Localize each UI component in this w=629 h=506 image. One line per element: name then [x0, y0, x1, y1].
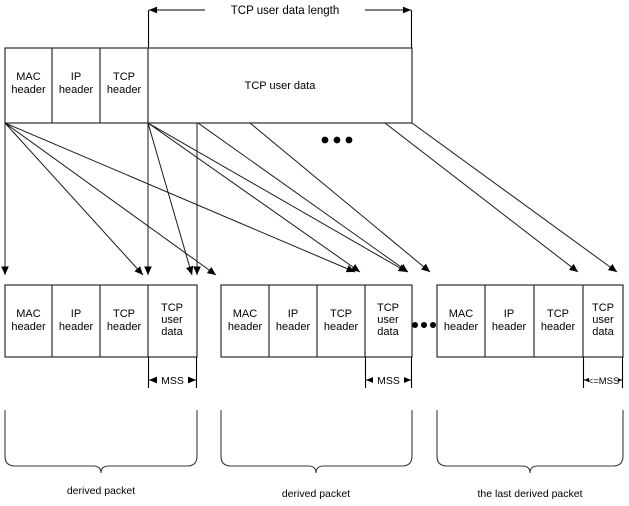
derived-packet-1-caption: derived packet — [67, 485, 135, 497]
derived-packet-2-tcp-line-0: TCP — [330, 308, 352, 320]
flow-line-4 — [147, 122, 194, 276]
original-field-ip-line-1: header — [59, 84, 94, 96]
derived-packet-2-mac-line-1: header — [228, 321, 263, 333]
flow-line-3 — [4, 122, 356, 273]
original-packet-frame — [4, 47, 413, 124]
derived-packet-1-mss-label: MSS — [161, 375, 184, 387]
derived-packet-last-frame — [436, 284, 624, 358]
derived-packet-1-ip-line-1: header — [59, 321, 94, 333]
derived-packet-last-mac-line-1: header — [444, 321, 479, 333]
derived-packet-1: MAC header IP header TCP header TCP user… — [4, 284, 198, 388]
segmentation-flow-lines — [1, 122, 618, 276]
derived-packet-last-tcp-line-1: header — [541, 321, 576, 333]
derived-packet-last-mss-dimension: <=MSS — [582, 357, 624, 388]
derived-packet-1-data-line-0: TCP — [161, 302, 183, 314]
original-field-mac-line-1: header — [11, 84, 46, 96]
flow-line-5 — [147, 122, 361, 273]
derived-packet-last-data-line-2: data — [592, 326, 614, 338]
original-field-ip: IP header — [59, 71, 94, 96]
derived-packet-1-data-line-2: data — [161, 326, 183, 338]
derived-packet-1-tcp-line-0: TCP — [113, 308, 135, 320]
derived-packet-1-ip-line-0: IP — [71, 308, 81, 320]
original-packet: MAC header IP header TCP header TCP user… — [4, 47, 413, 124]
dimension-label: TCP user data length — [231, 5, 339, 17]
tcp-user-data-length-dimension: TCP user data length — [147, 2, 413, 48]
original-field-data: TCP user data — [245, 80, 317, 92]
derived-packet-2-brace-group: derived packet — [220, 410, 413, 500]
derived-packet-2-data-line-2: data — [377, 326, 399, 338]
derived-packet-2-caption: derived packet — [282, 488, 350, 500]
original-field-data-line-0: TCP user data — [245, 80, 317, 92]
derived-packet-2-tcp-line-1: header — [324, 321, 359, 333]
derived-packet-2: MAC header IP header TCP header TCP user… — [220, 284, 413, 388]
derived-packet-1-mss-dimension: MSS — [147, 357, 198, 388]
flow-line-10 — [411, 122, 618, 273]
derived-packet-2-ip-line-1: header — [276, 321, 311, 333]
flow-line-9 — [384, 122, 579, 273]
derived-packet-2-brace — [220, 410, 413, 474]
derived-packet-last-brace — [436, 410, 624, 474]
derived-packet-last-data-line-0: TCP — [592, 302, 614, 314]
derived-packet-1-mss-label-backing — [157, 372, 188, 387]
derived-packet-last-data-line-1: user — [592, 314, 614, 326]
derived-packet-1-brace-group: derived packet — [4, 410, 198, 497]
flow-line-8 — [249, 122, 431, 273]
derived-packet-2-ip-line-0: IP — [288, 308, 298, 320]
derived-packet-last-brace-group: the last derived packet — [436, 410, 624, 500]
derived-packet-2-data-line-0: TCP — [377, 302, 399, 314]
derived-packet-1-mac-line-0: MAC — [16, 308, 41, 320]
derived-packet-last-mss-label-backing — [589, 372, 618, 387]
flow-line-2 — [4, 122, 217, 276]
derived-packet-last-mss-label: <=MSS — [588, 376, 620, 387]
derived-packet-1-data-line-1: user — [161, 314, 183, 326]
derived-packets-ellipsis — [412, 322, 436, 328]
derived-packet-last: MAC header IP header TCP header TCP user… — [436, 284, 624, 388]
original-field-tcp: TCP header — [107, 71, 142, 96]
derived-packet-last-caption: the last derived packet — [477, 488, 582, 500]
derived-packet-last-ip-line-0: IP — [504, 308, 514, 320]
derived-packet-1-brace — [4, 410, 198, 474]
original-field-tcp-line-1: header — [107, 84, 142, 96]
original-field-ip-line-0: IP — [71, 71, 81, 83]
flow-line-1 — [4, 122, 144, 276]
derived-packet-2-mss-dimension: MSS — [364, 357, 413, 388]
flow-ellipsis — [321, 136, 353, 144]
derived-packet-1-mac-line-1: header — [11, 321, 46, 333]
derived-packet-2-mss-label-backing — [373, 372, 404, 387]
derived-packet-2-mac-line-0: MAC — [233, 308, 258, 320]
dimension-label-backing — [205, 2, 365, 18]
derived-packet-last-mac-line-0: MAC — [449, 308, 474, 320]
flow-line-7 — [197, 122, 409, 273]
derived-packet-last-tcp-line-0: TCP — [547, 308, 569, 320]
derived-packet-2-data-line-1: user — [377, 314, 399, 326]
original-field-mac: MAC header — [11, 71, 46, 96]
flow-line-6 — [147, 122, 408, 273]
derived-packet-1-frame — [4, 284, 198, 358]
original-field-mac-line-0: MAC — [16, 71, 41, 83]
original-field-tcp-line-0: TCP — [113, 71, 135, 83]
derived-packet-2-mss-label: MSS — [377, 375, 400, 387]
derived-packet-1-tcp-line-1: header — [107, 321, 142, 333]
derived-packet-last-ip-line-1: header — [492, 321, 527, 333]
